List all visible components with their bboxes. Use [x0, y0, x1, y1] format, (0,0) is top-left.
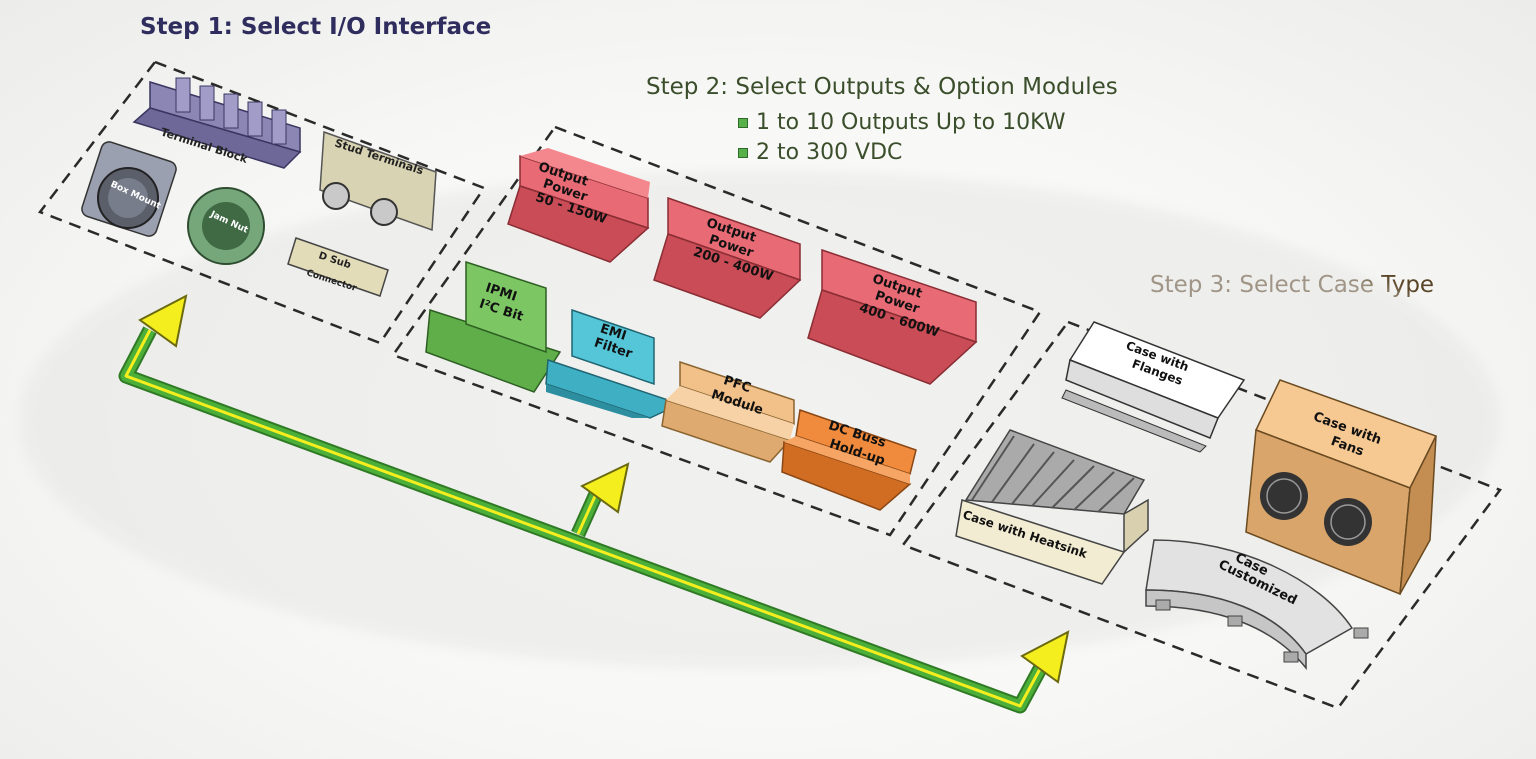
step2-bullets: 1 to 10 Outputs Up to 10KW 2 to 300 VDC: [738, 108, 1065, 168]
dc-buss-holdup-module: DC Buss Hold-up: [781, 408, 917, 511]
terminal-block: Terminal Block: [132, 77, 302, 169]
pfc-module: PFC Module: [661, 360, 795, 463]
output-power-module-3: Output Power 400 - 600W: [807, 248, 978, 385]
step2-title: Step 2: Select Outputs & Option Modules: [646, 74, 1118, 100]
box-mount-connector: Box Mount: [81, 141, 177, 237]
arrowhead-icon: [138, 294, 188, 348]
bullet-item: 2 to 300 VDC: [738, 138, 1065, 168]
output-power-module-1: Output Power 50 - 150W: [507, 148, 650, 263]
case-customized: Case Customized: [1145, 539, 1369, 671]
arrowhead-icon: [580, 462, 630, 514]
modules-panel-outline: [391, 125, 1042, 537]
bullet-item: 1 to 10 Outputs Up to 10KW: [738, 108, 1065, 138]
bullet-text: 1 to 10 Outputs Up to 10KW: [756, 110, 1066, 135]
jam-nut-connector: Jam Nut: [187, 187, 265, 265]
io-panel-outline: [37, 60, 486, 345]
flow-arrow: [118, 294, 1070, 714]
ipmi-module: IPMI I²C Bit: [425, 260, 562, 393]
stud-terminals: Stud Terminals: [319, 130, 437, 232]
arrowhead-icon: [1020, 630, 1070, 684]
emi-filter-module: EMI Filter: [545, 308, 683, 419]
step1-title: Step 1: Select I/O Interface: [140, 14, 492, 40]
bullet-icon: [738, 148, 748, 158]
case-with-flanges: Case with Flanges: [1061, 321, 1246, 453]
bullet-icon: [738, 118, 748, 128]
case-with-fans: Case with Fans: [1245, 379, 1438, 596]
bullet-text: 2 to 300 VDC: [756, 140, 903, 165]
output-power-module-2: Output Power 200 - 400W: [653, 196, 802, 319]
